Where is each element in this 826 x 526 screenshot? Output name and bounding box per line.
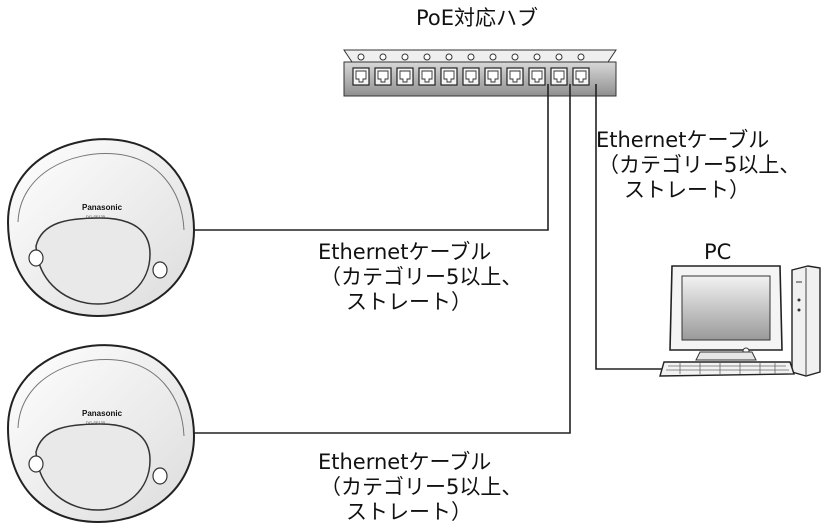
hub-port	[528, 67, 546, 86]
cable-label-camera1: Ethernetケーブル （カテゴリー5以上、 ストレート）	[318, 240, 523, 314]
hub-led	[401, 53, 409, 61]
pc-keyboard	[659, 361, 795, 377]
hub-port	[418, 67, 436, 86]
hub-led	[467, 53, 475, 61]
cable-camera1-to-hub	[190, 84, 549, 231]
desktop-pc	[659, 265, 821, 377]
pc-monitor	[669, 265, 783, 361]
hub-port	[484, 67, 502, 86]
hub-port	[506, 67, 524, 86]
hub-led	[379, 53, 387, 61]
hub-led	[555, 53, 563, 61]
hub-label: PoE対応ハブ	[416, 6, 539, 30]
hub-port	[462, 67, 480, 86]
camera-brand-logo: Panasonic	[82, 409, 123, 418]
pc-tower	[791, 265, 821, 377]
hub-led	[423, 53, 431, 61]
camera-model-label: DG-SF135	[86, 214, 106, 219]
hub-port	[396, 67, 414, 86]
hub-port	[440, 67, 458, 86]
hub-led	[577, 53, 585, 61]
hub-port	[572, 67, 590, 86]
hub-led	[511, 53, 519, 61]
cable-camera2-to-hub	[190, 84, 571, 434]
hub-port	[374, 67, 392, 86]
camera-brand-logo: Panasonic	[82, 203, 123, 212]
ethernet-cables	[190, 84, 664, 434]
cable-pc-to-hub	[595, 84, 664, 370]
hub-led-row	[357, 53, 585, 61]
hub-led	[357, 53, 365, 61]
hub-led	[489, 53, 497, 61]
cable-label-camera2: Ethernetケーブル （カテゴリー5以上、 ストレート）	[318, 450, 523, 524]
hub-port-row	[352, 67, 590, 86]
cable-label-pc: Ethernetケーブル （カテゴリー5以上、 ストレート）	[596, 128, 801, 202]
pc-label: PC	[704, 240, 732, 264]
hub-port	[352, 67, 370, 86]
hub-led	[445, 53, 453, 61]
hub-port	[550, 67, 568, 86]
poe-hub	[343, 49, 617, 97]
dome-camera-2: Panasonic DG-SF135	[6, 344, 196, 524]
camera-model-label: DG-SF135	[86, 420, 106, 425]
dome-camera-1: Panasonic DG-SF135	[6, 138, 196, 318]
hub-led	[533, 53, 541, 61]
